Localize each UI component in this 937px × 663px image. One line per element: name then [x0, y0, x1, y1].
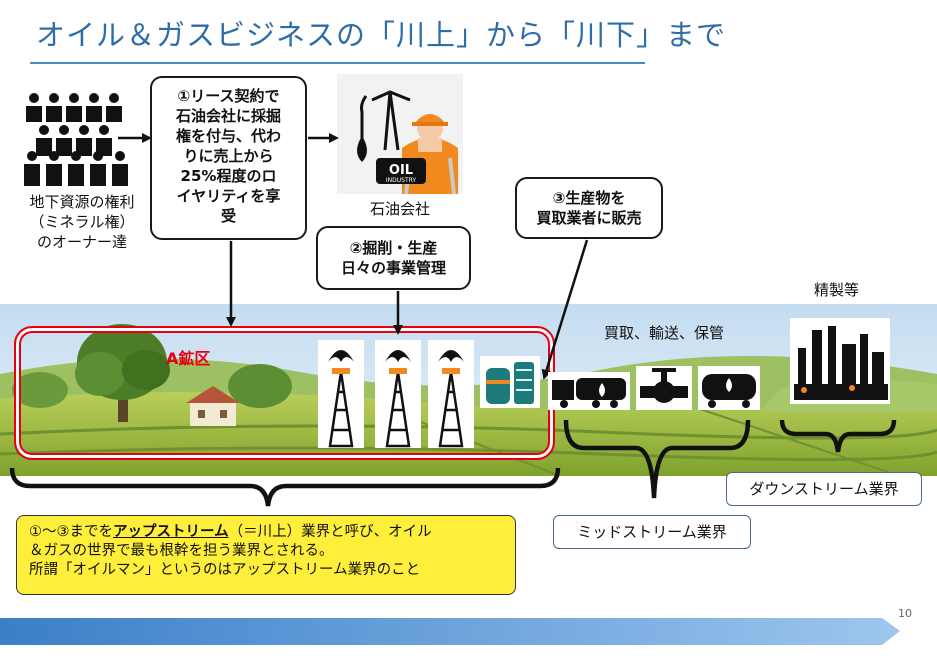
oil-logo-badge	[376, 158, 426, 184]
midstream-label-box: ミッドストリーム業界	[553, 515, 751, 549]
lease-box-line: 石油会社に採掘	[175, 107, 281, 125]
lease-contract-box: ①リース契約で 石油会社に採掘 権を付与、代わ りに売上から 25%程度のロ イ…	[150, 76, 307, 240]
upstream-brace	[9, 467, 561, 507]
lease-box-line: 権を付与、代わ	[175, 127, 281, 145]
lease-box-line: りに売上から	[183, 147, 274, 165]
footer-bar	[0, 618, 900, 645]
owners-label-line: のオーナー達	[36, 233, 127, 251]
oil-rig-icon	[375, 340, 421, 448]
owners-label-line: （ミネラル権）	[29, 213, 135, 231]
tanker-truck-icon	[548, 372, 630, 410]
oil-rig-icon	[318, 340, 364, 448]
owners-label: 地下資源の権利 （ミネラル権） のオーナー達	[12, 192, 152, 252]
owners-label-line: 地下資源の権利	[29, 193, 135, 211]
oil-drop-icon	[357, 136, 367, 162]
drilling-box: ②掘削・生産 日々の事業管理	[316, 226, 471, 290]
area-label: A鉱区	[166, 349, 211, 368]
sell-box-line: 買取業者に販売	[536, 209, 642, 227]
downstream-label-box: ダウンストリーム業界	[726, 472, 922, 506]
upstream-line-1: ①～③までをアップストリーム（＝川上）業界と呼び、オイル	[29, 524, 432, 540]
upstream-line-2: ＆ガスの世界で最も根幹を担う業界とされる。	[29, 543, 334, 559]
lease-box-line: 25%程度のロ	[180, 167, 277, 185]
storage-tank-icon	[480, 356, 540, 408]
people-group-icon	[24, 93, 128, 186]
midstream-brace	[563, 419, 751, 499]
oil-logo-subtext: INDUSTRY	[386, 177, 417, 184]
tree-icon	[75, 324, 170, 422]
lease-box-line: ①リース契約で	[177, 87, 280, 105]
page-number: 10	[898, 607, 912, 620]
oil-rig-icon	[428, 340, 474, 448]
arrow-sell-to-tanks	[541, 239, 589, 380]
upstream-line-3: 所謂「オイルマン」というのはアップストリーム業界のこと	[29, 562, 421, 578]
oil-company-label: 石油会社	[369, 200, 430, 218]
oil-rail-car-icon	[698, 366, 760, 410]
pipeline-valve-icon	[636, 366, 692, 410]
lease-box-line: イヤリティを享	[176, 187, 281, 205]
refinery-icon	[790, 318, 890, 404]
title-underline	[30, 62, 645, 64]
sell-box-line: ③生産物を	[552, 189, 626, 207]
drill-box-line: 日々の事業管理	[340, 259, 446, 277]
drill-box-line: ②掘削・生産	[349, 239, 438, 257]
pumpjack-icon	[360, 90, 411, 151]
upstream-highlight: アップストリーム	[113, 524, 229, 540]
sell-products-box: ③生産物を 買取業者に販売	[515, 177, 663, 239]
upstream-explanation-box: ①～③までをアップストリーム（＝川上）業界と呼び、オイル ＆ガスの世界で最も根幹…	[16, 515, 516, 595]
page-title: オイル＆ガスビジネスの「川上」から「川下」まで	[36, 18, 727, 52]
oil-logo-text: OIL	[389, 163, 413, 178]
downstream-brace	[779, 419, 897, 453]
refining-label: 精製等	[814, 281, 860, 299]
purchase-transport-label: 買取、輸送、保管	[604, 324, 725, 342]
farmhouse-icon	[186, 386, 240, 426]
lease-box-line: 受	[220, 207, 236, 225]
